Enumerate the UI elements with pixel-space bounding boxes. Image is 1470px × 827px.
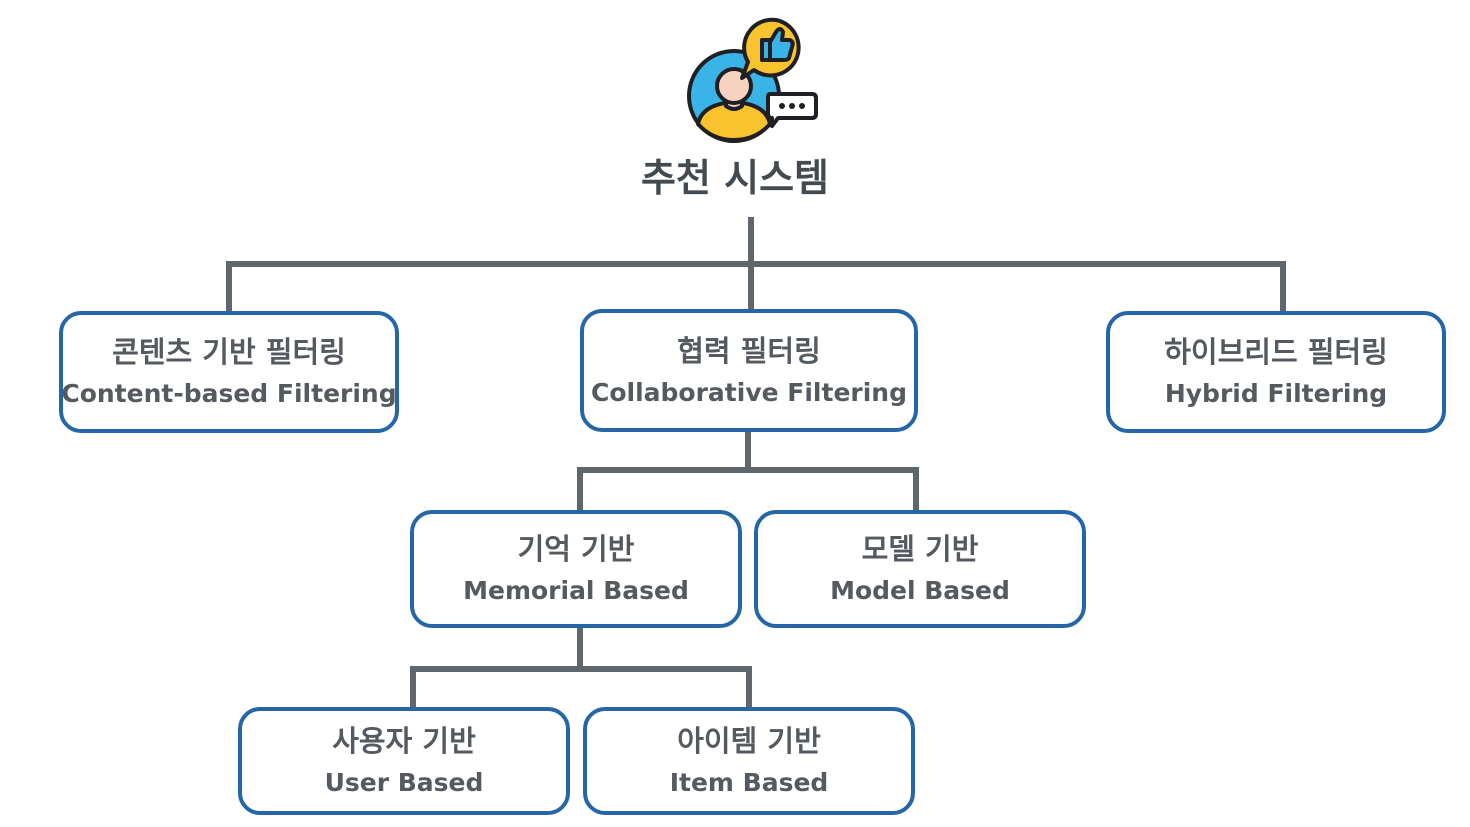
node-label-ko: 협력 필터링 xyxy=(677,333,821,368)
node-label-en: Collaborative Filtering xyxy=(591,377,907,407)
node-label-en: Model Based xyxy=(830,576,1010,605)
node-label-ko: 모델 기반 xyxy=(861,532,979,566)
node-memory-based[interactable]: 기억 기반 Memorial Based xyxy=(410,510,742,628)
recommendation-icon xyxy=(687,17,818,143)
node-item-based[interactable]: 아이템 기반 Item Based xyxy=(583,707,915,815)
root-title: 추천 시스템 xyxy=(640,156,830,200)
node-label-en: Memorial Based xyxy=(463,576,689,605)
node-label-ko: 하이브리드 필터링 xyxy=(1164,335,1388,369)
node-content-based-filtering[interactable]: 콘텐츠 기반 필터링 Content-based Filtering xyxy=(59,311,399,433)
node-collaborative-filtering[interactable]: 협력 필터링 Collaborative Filtering xyxy=(580,309,918,432)
node-label-ko: 기억 기반 xyxy=(517,532,635,566)
node-label-en: Content-based Filtering xyxy=(61,379,397,408)
node-label-en: User Based xyxy=(324,768,484,797)
node-label-ko: 아이템 기반 xyxy=(677,724,821,758)
node-label-en: Item Based xyxy=(669,768,829,797)
node-hybrid-filtering[interactable]: 하이브리드 필터링 Hybrid Filtering xyxy=(1106,311,1446,433)
node-label-en: Hybrid Filtering xyxy=(1164,379,1388,408)
node-model-based[interactable]: 모델 기반 Model Based xyxy=(754,510,1086,628)
node-label-ko: 사용자 기반 xyxy=(332,724,476,758)
node-label-ko: 콘텐츠 기반 필터링 xyxy=(112,335,346,369)
node-user-based[interactable]: 사용자 기반 User Based xyxy=(238,707,570,815)
